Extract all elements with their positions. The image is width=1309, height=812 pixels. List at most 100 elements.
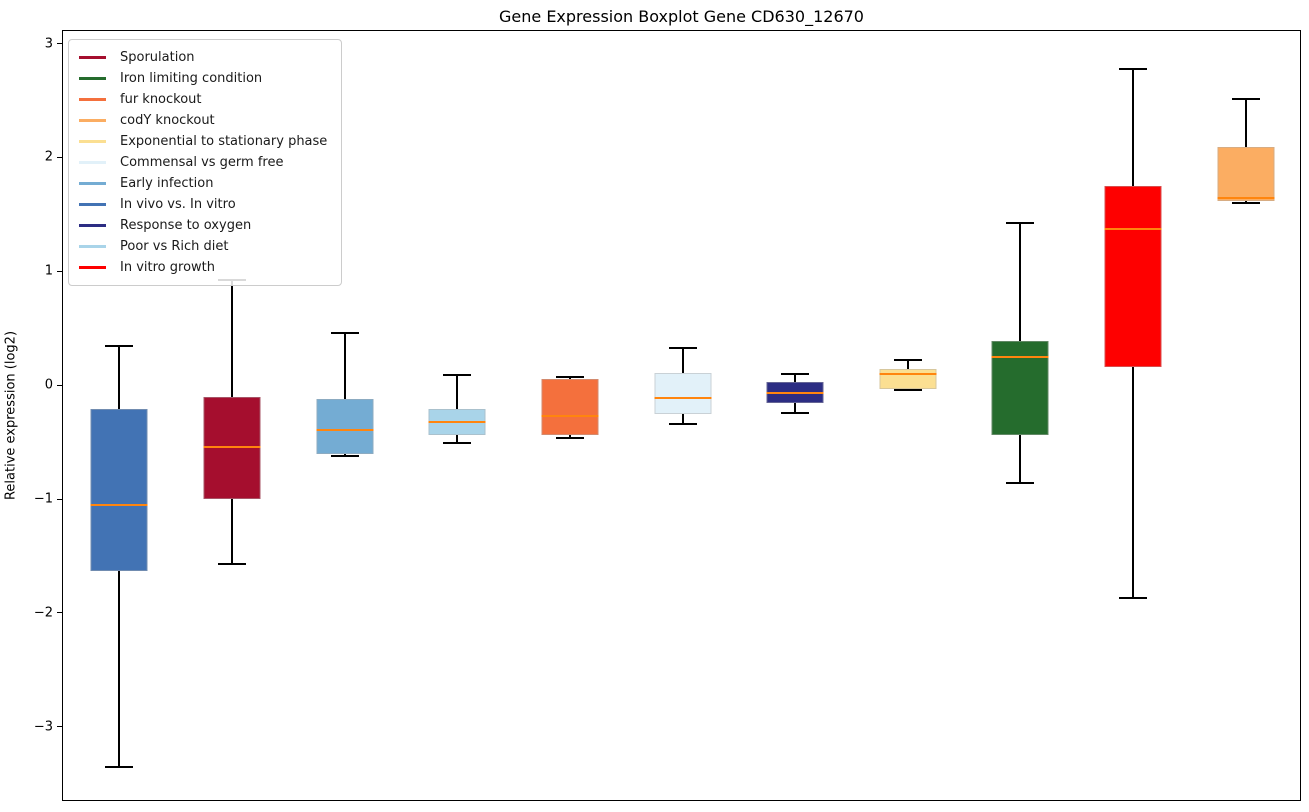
upper-whisker bbox=[681, 347, 684, 373]
median-line bbox=[879, 372, 937, 375]
iqr-box bbox=[1104, 185, 1162, 367]
ytick-label: 0 bbox=[44, 377, 53, 393]
legend-item-cody-knockout: codY knockout bbox=[79, 110, 331, 131]
lower-whisker bbox=[343, 453, 346, 456]
legend-label: Early infection bbox=[120, 176, 214, 191]
legend-label: In vitro growth bbox=[120, 260, 215, 275]
legend-item-fur-knockout: fur knockout bbox=[79, 89, 331, 110]
legend-color-swatch bbox=[79, 98, 106, 101]
median-line bbox=[991, 355, 1049, 358]
upper-whisker-cap bbox=[1231, 98, 1260, 101]
legend-item-iron-limiting-condition: Iron limiting condition bbox=[79, 68, 331, 89]
upper-whisker bbox=[1132, 68, 1135, 186]
iqr-box bbox=[1217, 147, 1275, 201]
iqr-box bbox=[654, 372, 711, 414]
lower-whisker bbox=[118, 570, 121, 767]
ytick-label: −2 bbox=[33, 605, 53, 621]
lower-whisker-cap bbox=[555, 436, 584, 439]
legend-item-commensal-vs-germ-free: Commensal vs germ free bbox=[79, 152, 331, 173]
ytick-mark bbox=[57, 270, 63, 272]
upper-whisker-cap bbox=[668, 346, 697, 349]
ytick-mark bbox=[57, 612, 63, 614]
upper-whisker-cap bbox=[1119, 67, 1148, 70]
lower-whisker-cap bbox=[330, 454, 359, 457]
y-axis-label: Relative expression (log2) bbox=[3, 330, 19, 501]
lower-whisker bbox=[794, 403, 797, 413]
lower-whisker-cap bbox=[893, 388, 922, 391]
upper-whisker bbox=[230, 280, 233, 397]
median-line bbox=[428, 420, 486, 423]
legend-item-in-vitro-growth: In vitro growth bbox=[79, 257, 331, 278]
legend-color-swatch bbox=[79, 182, 106, 185]
lower-whisker-cap bbox=[781, 411, 810, 414]
chart-title: Gene Expression Boxplot Gene CD630_12670 bbox=[499, 7, 864, 26]
legend-color-swatch bbox=[79, 203, 106, 206]
legend-color-swatch bbox=[79, 56, 106, 59]
upper-whisker bbox=[118, 346, 121, 410]
lower-whisker-cap bbox=[217, 562, 246, 565]
iqr-box bbox=[541, 379, 599, 436]
lower-whisker bbox=[230, 499, 233, 564]
upper-whisker bbox=[794, 373, 797, 382]
legend-color-swatch bbox=[79, 77, 106, 80]
ytick-label: 3 bbox=[44, 36, 53, 52]
lower-whisker bbox=[456, 435, 459, 444]
legend-color-swatch bbox=[79, 224, 106, 227]
lower-whisker-cap bbox=[105, 765, 134, 768]
lower-whisker bbox=[1019, 435, 1022, 484]
legend-item-exponential-to-stationary-phase: Exponential to stationary phase bbox=[79, 131, 331, 152]
lower-whisker-cap bbox=[443, 442, 472, 445]
legend-label: codY knockout bbox=[120, 113, 215, 128]
lower-whisker bbox=[568, 435, 571, 438]
upper-whisker-cap bbox=[330, 331, 359, 334]
legend-color-swatch bbox=[79, 140, 106, 143]
ytick-label: 1 bbox=[44, 263, 53, 279]
legend-label: fur knockout bbox=[120, 92, 202, 107]
upper-whisker-cap bbox=[1006, 222, 1035, 225]
upper-whisker bbox=[343, 332, 346, 399]
lower-whisker bbox=[1132, 366, 1135, 599]
legend-color-swatch bbox=[79, 245, 106, 248]
iqr-box bbox=[316, 398, 374, 454]
upper-whisker-cap bbox=[781, 372, 810, 375]
legend-color-swatch bbox=[79, 161, 106, 164]
ytick-mark bbox=[57, 498, 63, 500]
upper-whisker bbox=[1019, 223, 1022, 341]
median-line bbox=[766, 392, 824, 395]
median-line bbox=[90, 503, 148, 506]
ytick-mark bbox=[57, 43, 63, 45]
legend-item-response-to-oxygen: Response to oxygen bbox=[79, 215, 331, 236]
ytick-label: −3 bbox=[33, 719, 53, 735]
legend-label: Poor vs Rich diet bbox=[120, 239, 229, 254]
legend-color-swatch bbox=[79, 119, 106, 122]
median-line bbox=[203, 445, 261, 448]
lower-whisker-cap bbox=[1231, 201, 1260, 204]
median-line bbox=[1217, 197, 1275, 200]
legend-item-early-infection: Early infection bbox=[79, 173, 331, 194]
legend-label: Response to oxygen bbox=[120, 218, 252, 233]
upper-whisker bbox=[1244, 99, 1247, 148]
legend-item-sporulation: Sporulation bbox=[79, 47, 331, 68]
ytick-mark bbox=[57, 156, 63, 158]
iqr-box bbox=[203, 396, 261, 500]
legend-label: In vivo vs. In vitro bbox=[120, 197, 236, 212]
upper-whisker bbox=[906, 360, 909, 370]
ytick-label: −1 bbox=[33, 491, 53, 507]
median-line bbox=[654, 396, 711, 399]
legend-label: Commensal vs germ free bbox=[120, 155, 284, 170]
upper-whisker-cap bbox=[893, 359, 922, 362]
upper-whisker bbox=[456, 374, 459, 410]
lower-whisker-cap bbox=[1119, 597, 1148, 600]
lower-whisker-cap bbox=[1006, 482, 1035, 485]
legend-label: Sporulation bbox=[120, 50, 195, 65]
ytick-mark bbox=[57, 726, 63, 728]
legend-color-swatch bbox=[79, 266, 106, 269]
ytick-label: 2 bbox=[44, 149, 53, 165]
iqr-box bbox=[90, 409, 148, 571]
legend-label: Exponential to stationary phase bbox=[120, 134, 328, 149]
legend-label: Iron limiting condition bbox=[120, 71, 263, 86]
upper-whisker bbox=[568, 377, 571, 380]
